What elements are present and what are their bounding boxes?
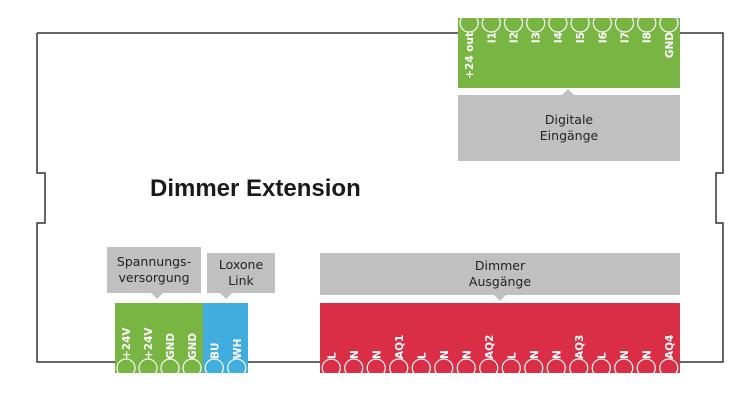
loxone-link-label-bg <box>207 253 275 293</box>
terminal-label: N <box>349 350 361 359</box>
terminal-screw-icon[interactable] <box>459 13 479 33</box>
terminal-screw-icon[interactable] <box>204 358 224 378</box>
digital-inputs-label-text: Eingänge <box>540 128 599 143</box>
terminal-screw-icon[interactable] <box>227 358 247 378</box>
terminal-label: I3 <box>531 32 543 43</box>
terminal-screw-icon[interactable] <box>659 13 679 33</box>
terminal-screw-icon[interactable] <box>456 358 476 378</box>
loxone-link-label-text: Loxone <box>219 257 264 272</box>
dimmer-outputs-terminals-body <box>320 303 680 373</box>
terminal-screw-icon[interactable] <box>481 13 501 33</box>
terminal-screw-icon[interactable] <box>637 13 657 33</box>
terminal-label: GND <box>664 32 676 58</box>
terminal-screw-icon[interactable] <box>160 358 180 378</box>
terminal-label: I2 <box>509 32 521 43</box>
digital-inputs-label-text: Digitale <box>545 112 594 127</box>
label-pointer <box>220 293 232 299</box>
terminal-label: AQ1 <box>394 335 406 359</box>
terminal-label: AQ4 <box>664 335 676 359</box>
terminal-label: N <box>551 350 563 359</box>
terminal-screw-icon[interactable] <box>659 358 679 378</box>
terminal-screw-icon[interactable] <box>548 13 568 33</box>
terminal-screw-icon[interactable] <box>344 358 364 378</box>
dimmer-outputs-label-text: Ausgänge <box>469 274 531 289</box>
label-pointer <box>151 293 163 299</box>
terminal-label: N <box>439 350 451 359</box>
terminal-label: I1 <box>486 32 498 43</box>
terminal-label: BU <box>209 342 221 359</box>
terminal-screw-icon[interactable] <box>182 358 202 378</box>
terminal-label: +24V <box>143 327 155 359</box>
terminal-label: N <box>619 350 631 359</box>
terminal-label: N <box>461 350 473 359</box>
power-supply-label-text: versorgung <box>118 270 189 285</box>
terminal-label: N <box>641 350 653 359</box>
terminal-screw-icon[interactable] <box>366 358 386 378</box>
device-title: Dimmer Extension <box>150 175 361 202</box>
terminal-screw-icon[interactable] <box>524 358 544 378</box>
terminal-screw-icon[interactable] <box>434 358 454 378</box>
terminal-label: I8 <box>642 32 654 43</box>
terminal-screw-icon[interactable] <box>546 358 566 378</box>
dimmer-outputs-label-text: Dimmer <box>475 258 526 273</box>
terminal-label: L <box>326 352 338 359</box>
terminal-label: I5 <box>575 32 587 43</box>
dimmer-outputs-label-bg <box>320 253 680 295</box>
terminal-label: I4 <box>553 32 565 43</box>
terminal-label: I6 <box>597 32 609 43</box>
terminal-label: N <box>371 350 383 359</box>
terminal-screw-icon[interactable] <box>526 13 546 33</box>
terminal-label: AQ2 <box>484 335 496 359</box>
power-supply-terminals-body <box>115 303 203 373</box>
terminal-screw-icon[interactable] <box>592 13 612 33</box>
terminal-label: AQ3 <box>574 335 586 359</box>
loxone-link-terminals: BU WH <box>203 303 248 378</box>
terminal-label: L <box>416 352 428 359</box>
terminal-label: L <box>506 352 518 359</box>
terminal-screw-icon[interactable] <box>614 13 635 33</box>
terminal-screw-icon[interactable] <box>570 13 590 33</box>
terminal-screw-icon[interactable] <box>411 358 431 378</box>
label-pointer <box>494 295 506 301</box>
terminal-screw-icon[interactable] <box>321 358 341 378</box>
terminal-screw-icon[interactable] <box>591 358 611 378</box>
terminal-screw-icon[interactable] <box>389 358 409 378</box>
terminal-screw-icon[interactable] <box>569 358 589 378</box>
terminal-screw-icon[interactable] <box>503 13 524 33</box>
device-outline <box>36 32 724 363</box>
terminal-screw-icon[interactable] <box>116 358 136 378</box>
terminal-label: I7 <box>620 32 632 43</box>
power-supply-label: Spannungs-versorgung <box>107 247 201 299</box>
terminal-label: GND <box>165 333 177 359</box>
digital-inputs-terminals: +24 out I1 I2 I3 I4 I5 I6 I7 I8 GND <box>458 13 680 88</box>
terminal-label: GND <box>187 333 199 359</box>
terminal-label: L <box>596 352 608 359</box>
terminal-label: WH <box>232 339 244 359</box>
loxone-link-terminals-body <box>203 303 248 373</box>
power-supply-label-text: Spannungs- <box>117 254 191 269</box>
terminal-label: +24V <box>121 327 133 359</box>
label-pointer <box>562 89 574 95</box>
power-supply-terminals: +24V +24V GND GND <box>115 303 203 378</box>
terminal-screw-icon[interactable] <box>138 358 158 378</box>
terminal-screw-icon[interactable] <box>479 358 499 378</box>
digital-inputs-label-bg <box>458 95 680 161</box>
digital-inputs-terminals-body <box>458 18 680 88</box>
terminal-label: +24 out <box>464 32 476 79</box>
terminal-screw-icon[interactable] <box>501 358 521 378</box>
loxone-link-label-text: Link <box>228 273 254 288</box>
terminal-label: N <box>529 350 541 359</box>
terminal-screw-icon[interactable] <box>636 358 656 378</box>
terminal-screw-icon[interactable] <box>614 358 634 378</box>
power-supply-label-bg <box>107 247 201 293</box>
